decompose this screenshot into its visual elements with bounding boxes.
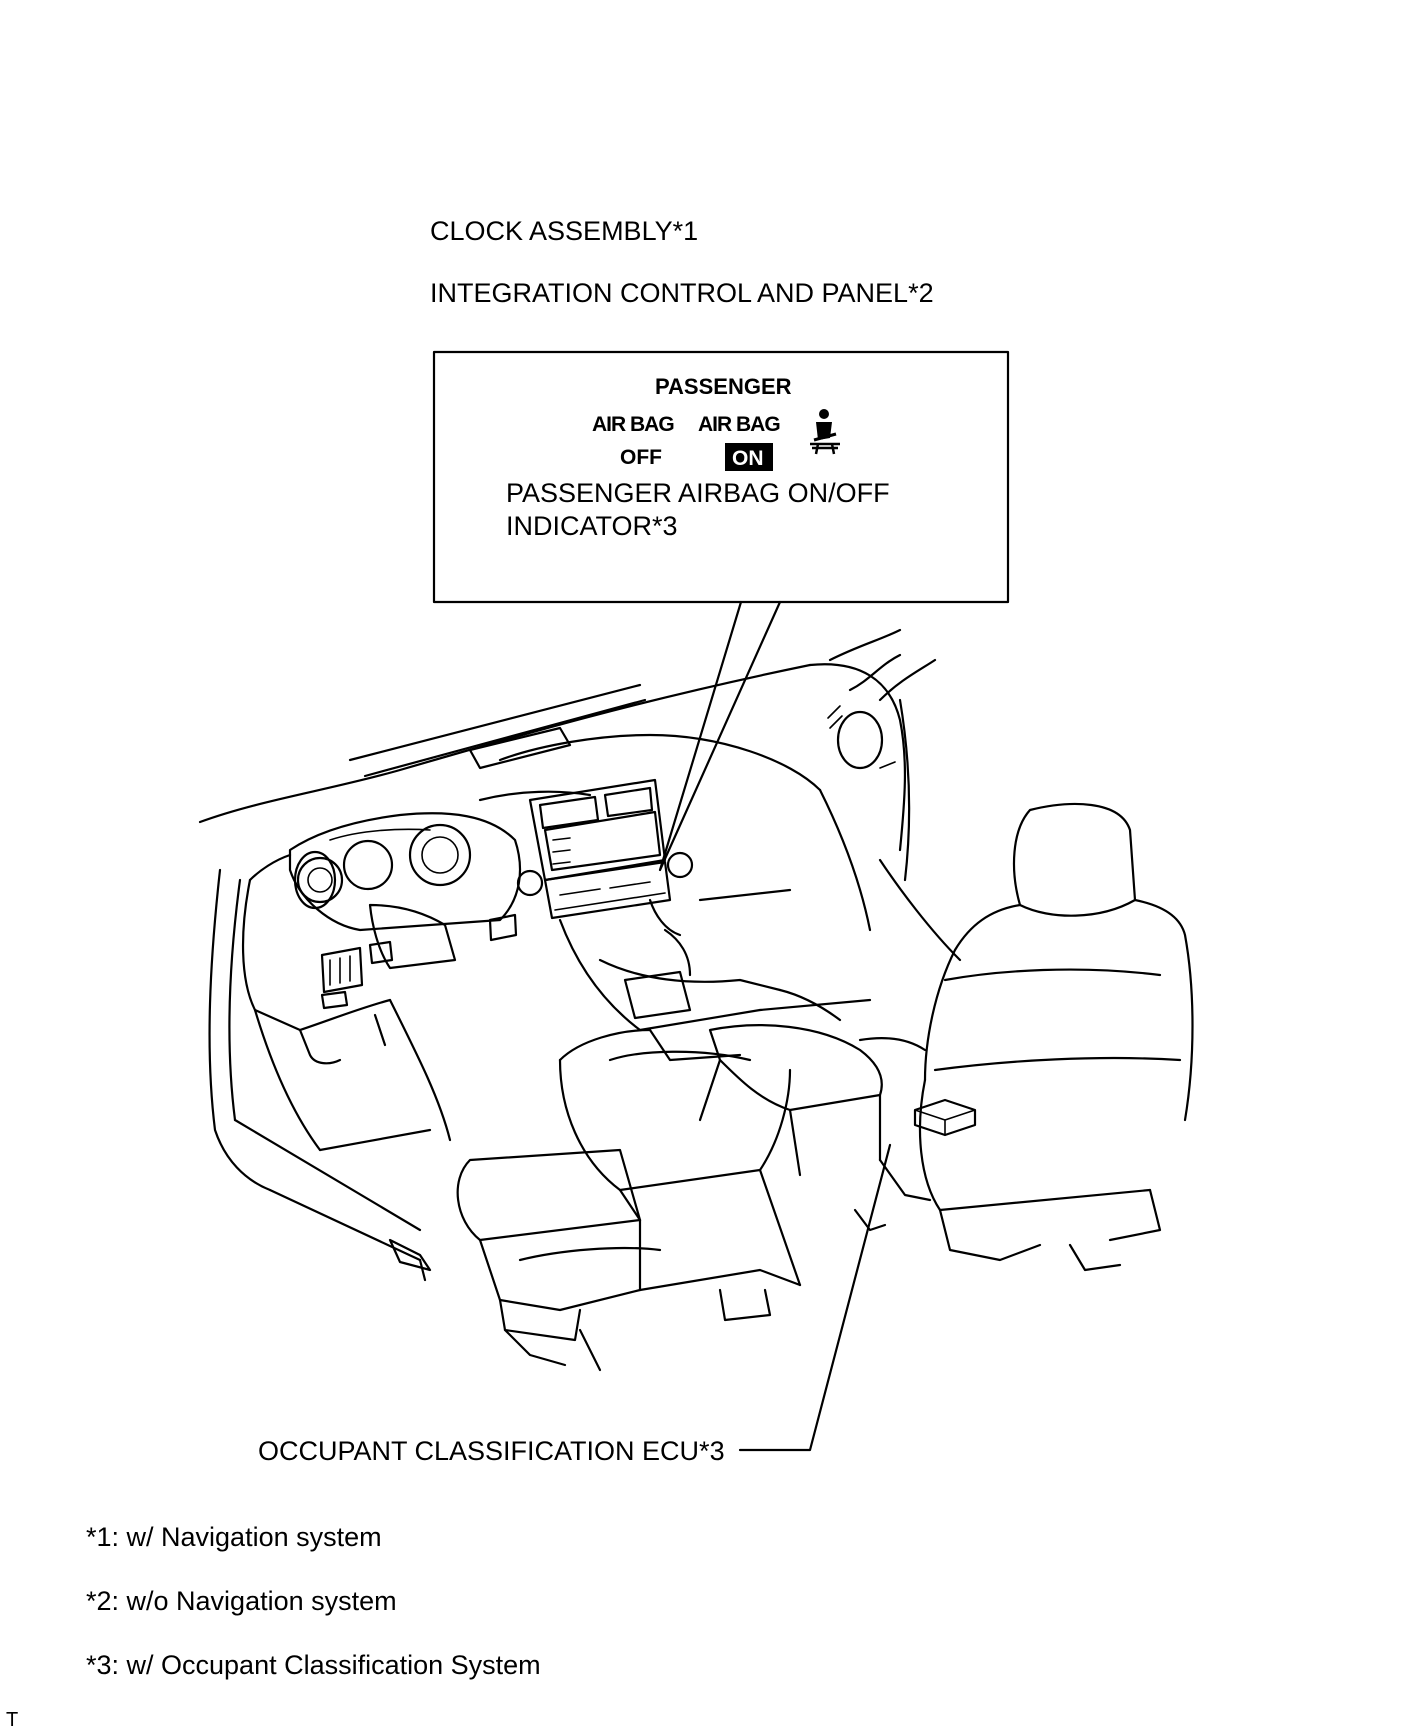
footnote-1: *1: w/ Navigation system: [86, 1522, 382, 1552]
occupant-ecu-label: OCCUPANT CLASSIFICATION ECU*3: [258, 1436, 725, 1466]
indicator-caption-line2: INDICATOR*3: [506, 511, 678, 541]
occupant-ecu-box: [913, 1098, 977, 1137]
indicator-leader-line: [658, 600, 782, 872]
corner-mark: T: [6, 1709, 18, 1731]
indicator-callout: PASSENGER AIR BAG AIR BAG OFF ON PASSENG…: [432, 350, 1010, 604]
indicator-header: PASSENGER: [655, 374, 792, 399]
seatbelt-icon: [810, 409, 840, 455]
clock-assembly-label: CLOCK ASSEMBLY*1: [430, 216, 698, 246]
footnote-3: *3: w/ Occupant Classification System: [86, 1650, 541, 1680]
vehicle-interior-illustration: [198, 628, 1194, 1372]
off-label: OFF: [620, 446, 662, 469]
airbag-left-label: AIR BAG: [592, 413, 674, 436]
on-label: ON: [732, 447, 764, 470]
integration-control-label: INTEGRATION CONTROL AND PANEL*2: [430, 278, 934, 308]
footnote-2: *2: w/o Navigation system: [86, 1586, 397, 1616]
indicator-caption-line1: PASSENGER AIRBAG ON/OFF: [506, 478, 890, 508]
airbag-right-label: AIR BAG: [698, 413, 780, 436]
on-badge: [725, 443, 773, 471]
ecu-leader-line: [738, 1143, 892, 1452]
